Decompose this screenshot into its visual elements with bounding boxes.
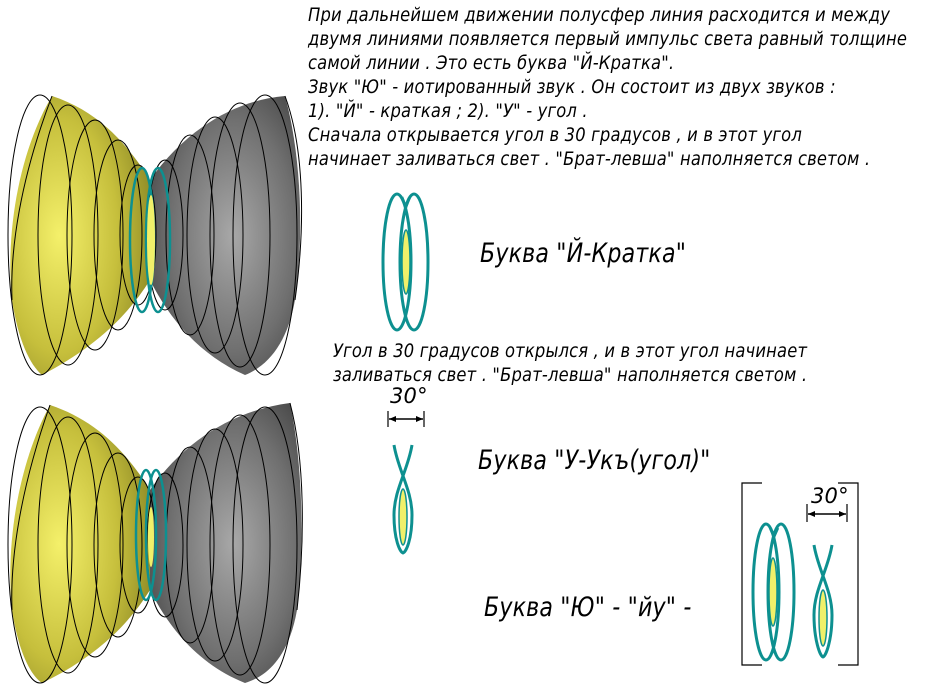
yellow-hemisphere-top xyxy=(10,96,151,375)
intro-paragraph: При дальнейшем движении полусфер линия р… xyxy=(308,3,907,171)
intro-line: При дальнейшем движении полусфер линия р… xyxy=(308,4,891,26)
label-u: Буква "У-Укъ(угол)" xyxy=(478,445,711,476)
u-symbol xyxy=(392,444,414,555)
gray-hemisphere-top xyxy=(150,96,301,375)
spiral-lines-bottom xyxy=(7,402,303,684)
intro-line: двумя линиями появляется первый импульс … xyxy=(308,28,908,50)
angle-marker-1 xyxy=(387,411,425,427)
angle-paragraph: Угол в 30 градусов открылся , и в этот у… xyxy=(333,339,807,387)
y-kratka-symbol xyxy=(381,192,430,332)
label-yu: Буква "Ю" - "йу" - xyxy=(484,592,692,623)
angle-line: заливаться свет . "Брат-левша" наполняет… xyxy=(333,364,808,386)
intro-line: самой линии . Это есть буква "Й-Кратка". xyxy=(308,52,675,74)
light-impulse-bottom xyxy=(148,507,154,567)
intro-line: 1). "Й" - краткая ; 2). "У" - угол . xyxy=(308,100,588,122)
yu-composition xyxy=(741,482,859,666)
angle-line: Угол в 30 градусов открылся , и в этот у… xyxy=(333,340,808,362)
hemispheres-bottom xyxy=(7,402,303,684)
label-y-kratka: Буква "Й-Кратка" xyxy=(480,238,687,269)
yellow-hemisphere-bottom xyxy=(10,405,150,683)
teal-lens-bottom xyxy=(134,468,168,602)
intro-line: Звук "Ю" - иотированный звук . Он состои… xyxy=(308,76,836,98)
intro-line: Сначала открывается угол в 30 градусов ,… xyxy=(308,124,802,146)
hemispheres-top xyxy=(7,94,303,376)
angle-label-2: 30° xyxy=(811,484,849,508)
light-impulse-top xyxy=(147,195,155,285)
angle-label-1: 30° xyxy=(390,384,428,408)
gray-hemisphere-bottom xyxy=(150,403,302,683)
intro-line: начинает заливаться свет . "Брат-левша" … xyxy=(308,148,871,170)
